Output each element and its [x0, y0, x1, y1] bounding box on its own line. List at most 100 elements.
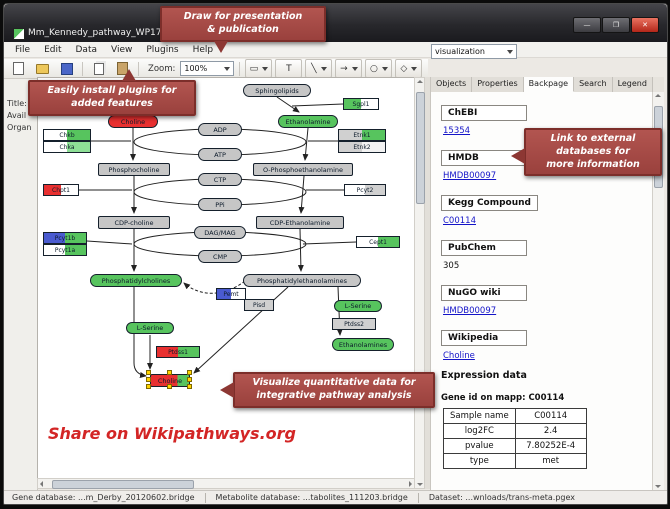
selection-handle[interactable]	[146, 370, 151, 375]
node-ptdss2[interactable]: Ptdss2	[332, 318, 376, 330]
node-ethanolamines[interactable]: Ethanolamines	[332, 338, 394, 351]
minimize-button[interactable]: —	[573, 17, 601, 33]
selection-handle[interactable]	[187, 377, 192, 382]
close-button[interactable]: ✕	[631, 17, 659, 33]
share-wikipathways-text: Share on Wikipathways.org	[48, 424, 296, 443]
tab-legend[interactable]: Legend	[612, 77, 653, 92]
line-tool-button[interactable]: ╲	[305, 59, 333, 78]
selection-handle[interactable]	[146, 384, 151, 389]
node-dag-mag[interactable]: DAG/MAG	[194, 226, 246, 239]
scrollbar-thumb[interactable]	[416, 92, 425, 204]
table-cell: 2.4	[514, 423, 587, 439]
menu-plugins[interactable]: Plugins	[146, 44, 179, 55]
node-phosphatidylcholines[interactable]: Phosphatidylcholines	[90, 274, 182, 287]
canvas-horizontal-scrollbar[interactable]	[37, 478, 415, 489]
gene-id-line: Gene id on mapp: C00114	[441, 393, 565, 403]
label-tool-button[interactable]: T	[275, 59, 303, 78]
node-l-serine-left[interactable]: L-Serine	[126, 322, 174, 334]
copy-icon	[93, 62, 104, 75]
node-pisd[interactable]: Pisd	[244, 299, 274, 311]
status-gene-database: Gene database: ...m_Derby_20120602.bridg…	[12, 493, 195, 502]
node-chka[interactable]: Chka	[43, 141, 91, 153]
shape-tool-button[interactable]: ○	[365, 59, 393, 78]
callout-text: Visualize quantitative data for	[252, 377, 416, 388]
maximize-button[interactable]: ❐	[602, 17, 630, 33]
node-pcyt2[interactable]: Pcyt2	[344, 184, 386, 196]
node-pcyt1b[interactable]: Pcyt1b	[43, 232, 87, 244]
node-ethanolamine[interactable]: Ethanolamine	[278, 115, 338, 128]
node-sgpl1[interactable]: Sgpl1	[343, 98, 379, 110]
node-phosphocholine[interactable]: Phosphocholine	[98, 163, 170, 176]
node-ctp[interactable]: CTP	[198, 173, 242, 186]
panel-splitter[interactable]	[425, 77, 430, 489]
selection-handle[interactable]	[167, 370, 172, 375]
title-bar[interactable]: Mm_Kennedy_pathway_WP1771_45176.gp — ❐ ✕	[4, 4, 667, 42]
pubchem-value: 305	[443, 261, 460, 271]
copy-button[interactable]	[88, 59, 109, 78]
selection-handle[interactable]	[167, 384, 172, 389]
connector-tool-button[interactable]: →	[335, 59, 363, 78]
node-adp[interactable]: ADP	[198, 123, 242, 136]
pathway-canvas[interactable]: Sphingolipids Sgpl1 Choline Ethanolamine…	[37, 77, 416, 480]
menu-view[interactable]: View	[111, 44, 133, 55]
selection-handle[interactable]	[187, 384, 192, 389]
node-ppi[interactable]: PPi	[198, 198, 242, 211]
scroll-down-icon[interactable]	[655, 485, 661, 488]
node-etnk1[interactable]: Etnk1	[338, 129, 386, 141]
toolbar-separator	[239, 61, 241, 76]
callout-visualize-data: Visualize quantitative data for integrat…	[220, 372, 435, 408]
scroll-down-icon[interactable]	[417, 483, 423, 486]
zoom-combobox[interactable]: 100%	[180, 61, 235, 76]
scroll-up-icon[interactable]	[417, 80, 423, 83]
visualization-combobox[interactable]: visualization	[431, 44, 517, 59]
scroll-left-icon[interactable]	[40, 481, 43, 487]
tab-search[interactable]: Search	[574, 77, 613, 92]
menu-edit[interactable]: Edit	[44, 44, 62, 55]
scrollbar-thumb[interactable]	[52, 480, 194, 489]
datanode-tool-button[interactable]: ▭	[245, 59, 273, 78]
node-l-serine-right[interactable]: L-Serine	[334, 300, 382, 312]
open-button[interactable]	[32, 59, 53, 78]
callout-pointer-icon	[122, 69, 136, 81]
status-divider	[204, 492, 206, 503]
menu-help[interactable]: Help	[192, 44, 214, 55]
node-pcyt1a[interactable]: Pcyt1a	[43, 244, 87, 256]
callout-text: & publication	[207, 23, 279, 35]
menu-file[interactable]: File	[15, 44, 31, 55]
menu-data[interactable]: Data	[75, 44, 98, 55]
node-choline[interactable]: Choline	[108, 115, 158, 128]
save-button[interactable]	[56, 59, 77, 78]
hmdb-link[interactable]: HMDB00097	[443, 171, 497, 181]
chebi-link[interactable]: 15354	[443, 126, 471, 136]
node-cept1[interactable]: Cept1	[356, 236, 400, 248]
tab-objects[interactable]: Objects	[431, 77, 473, 92]
wikipedia-link[interactable]: Choline	[443, 351, 475, 361]
node-cdp-ethanolamine[interactable]: CDP-Ethanolamine	[256, 216, 344, 229]
node-cmp[interactable]: CMP	[198, 250, 242, 263]
tab-properties[interactable]: Properties	[472, 77, 524, 92]
kegg-link[interactable]: C00114	[443, 216, 476, 226]
selection-handle[interactable]	[146, 377, 151, 382]
node-pemt[interactable]: Pemt	[216, 288, 246, 300]
callout-text: Easily install plugins for	[47, 85, 177, 96]
node-sphingolipids[interactable]: Sphingolipids	[243, 84, 311, 97]
scroll-up-icon[interactable]	[655, 94, 661, 97]
nugo-link[interactable]: HMDB00097	[443, 306, 497, 316]
new-file-button[interactable]	[8, 59, 29, 78]
scroll-right-icon[interactable]	[409, 481, 412, 487]
canvas-vertical-scrollbar[interactable]	[414, 77, 425, 489]
section-nugo: NuGO wiki HMDB00097	[441, 280, 653, 316]
node-chkb[interactable]: Chkb	[43, 129, 91, 141]
tab-backpage[interactable]: Backpage	[523, 77, 575, 92]
node-atp[interactable]: ATP	[198, 148, 242, 161]
template-tool-button[interactable]: ◇	[395, 59, 423, 78]
node-etnk2[interactable]: Etnk2	[338, 141, 386, 153]
node-phosphatidylethanolamines[interactable]: Phosphatidylethanolamines	[243, 274, 361, 287]
zoom-label: Zoom:	[148, 63, 176, 74]
node-o-phosphoethanolamine[interactable]: O-Phosphoethanolamine	[253, 163, 353, 176]
node-cdp-choline[interactable]: CDP-choline	[98, 216, 170, 229]
node-chpt1[interactable]: Chpt1	[43, 184, 79, 196]
node-ptdss1[interactable]: Ptdss1	[156, 346, 200, 358]
selection-handle[interactable]	[187, 370, 192, 375]
callout-draw-presentation: Draw for presentation & publication	[160, 6, 326, 53]
